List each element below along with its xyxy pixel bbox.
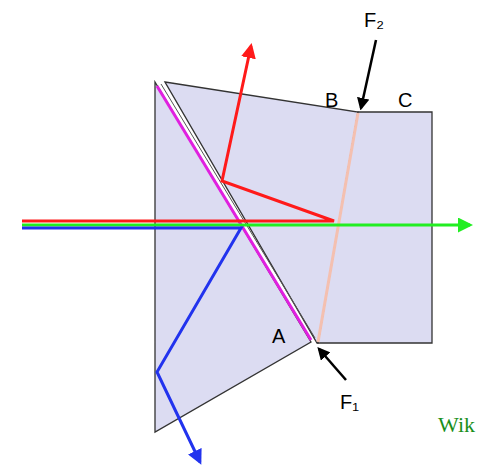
coating-edge [161,84,315,338]
prism-label: C [398,90,412,110]
prism-label: B [325,90,338,110]
prism-label: A [272,326,285,346]
pointer-arrow [319,349,346,380]
green-beam [22,224,470,227]
filter-label: F₂ [364,10,384,30]
pointer-arrow [361,40,376,108]
watermark: Wik [438,414,475,436]
filter-label: F₁ [340,392,359,412]
red-beam [22,46,334,221]
dichroic-coating [318,113,358,342]
blue-beam [22,228,241,462]
prism-c [318,112,432,343]
